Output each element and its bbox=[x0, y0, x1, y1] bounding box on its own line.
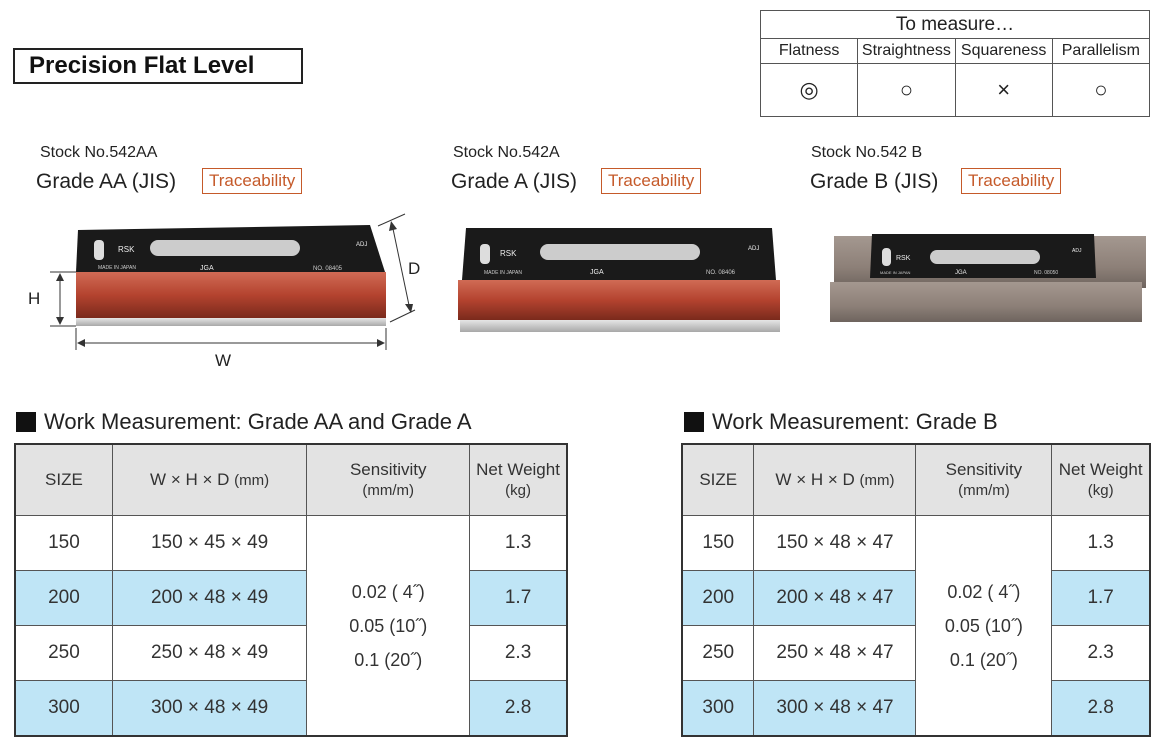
cell-dims: 200 × 48 × 49 bbox=[111, 570, 308, 626]
traceability-badge-a: Traceability bbox=[601, 168, 702, 194]
cell-dims: 250 × 48 × 49 bbox=[111, 625, 308, 681]
jga-aa: JGA bbox=[200, 265, 214, 272]
table-row: 300 300 × 48 × 47 2.8 bbox=[681, 680, 1151, 737]
col-squareness: Squareness bbox=[954, 38, 1053, 64]
stock-no-aa: Stock No.542AA bbox=[40, 144, 158, 161]
product-images: RSK MADE IN JAPAN JGA ADJ NO. 08405 H W … bbox=[28, 213, 1146, 370]
no-a: NO. 08406 bbox=[706, 270, 736, 276]
cell-weight: 2.8 bbox=[1051, 680, 1151, 737]
cell-size: 200 bbox=[14, 570, 113, 626]
adj-a: ADJ bbox=[748, 246, 759, 252]
logo-a: RSK bbox=[500, 249, 517, 258]
cell-size: 150 bbox=[14, 515, 113, 571]
th-size: SIZE bbox=[14, 443, 113, 516]
cell-dims: 200 × 48 × 47 bbox=[753, 570, 917, 626]
made-a: MADE IN JAPAN bbox=[484, 270, 522, 276]
th-weight: Net Weight(kg) bbox=[469, 443, 568, 516]
grade-a: Grade A (JIS) bbox=[451, 170, 578, 193]
col-parallelism: Parallelism bbox=[1051, 38, 1151, 64]
section-title-b: Work Measurement: Grade B bbox=[684, 409, 998, 435]
cell-size: 200 bbox=[681, 570, 755, 626]
cell-weight: 1.3 bbox=[1051, 515, 1151, 571]
th-size: SIZE bbox=[681, 443, 755, 516]
cell-sensitivity: 0.02 ( 4˝) 0.05 (10˝) 0.1 (20˝) bbox=[306, 515, 471, 737]
dim-h: H bbox=[28, 289, 40, 308]
straightness-symbol: ○ bbox=[857, 63, 956, 117]
traceability-badge-b: Traceability bbox=[961, 168, 1062, 194]
squareness-symbol: × bbox=[954, 63, 1053, 117]
measure-header: To measure… bbox=[760, 10, 1150, 39]
cell-weight: 1.3 bbox=[469, 515, 568, 571]
cell-dims: 300 × 48 × 47 bbox=[753, 680, 917, 737]
no-b: NO. 08050 bbox=[1034, 270, 1058, 276]
cell-weight: 2.3 bbox=[469, 625, 568, 681]
cell-weight: 1.7 bbox=[1051, 570, 1151, 626]
th-sensitivity: Sensitivity(mm/m) bbox=[915, 443, 1053, 516]
cell-dims: 150 × 45 × 49 bbox=[111, 515, 308, 571]
th-sensitivity: Sensitivity(mm/m) bbox=[306, 443, 471, 516]
table-row: 200 200 × 48 × 47 1.7 bbox=[681, 570, 1151, 626]
traceability-badge-aa: Traceability bbox=[202, 168, 303, 194]
section-title-b-text: Work Measurement: Grade B bbox=[712, 409, 998, 434]
cell-weight: 1.7 bbox=[469, 570, 568, 626]
cell-dims: 150 × 48 × 47 bbox=[753, 515, 917, 571]
table-row: 150 150 × 48 × 47 0.02 ( 4˝) 0.05 (10˝) … bbox=[681, 515, 1151, 737]
cell-size: 300 bbox=[14, 680, 113, 737]
table-grade-aa-a: SIZE W × H × D (mm) Sensitivity(mm/m) Ne… bbox=[14, 443, 568, 737]
measure-table: To measure… Flatness Straightness Square… bbox=[759, 10, 1151, 117]
cell-size: 150 bbox=[681, 515, 755, 571]
table-row: 250 250 × 48 × 47 2.3 bbox=[681, 625, 1151, 681]
table-row: 250 250 × 48 × 49 2.3 bbox=[14, 625, 568, 681]
stock-no-b: Stock No.542 B bbox=[811, 144, 923, 161]
th-dims: W × H × D (mm) bbox=[753, 443, 917, 516]
no-aa: NO. 08405 bbox=[313, 266, 343, 272]
cell-sensitivity: 0.02 ( 4˝) 0.05 (10˝) 0.1 (20˝) bbox=[915, 515, 1053, 737]
adj-b: ADJ bbox=[1072, 248, 1082, 254]
cell-weight: 2.8 bbox=[469, 680, 568, 737]
cell-size: 250 bbox=[681, 625, 755, 681]
level-aa-image: RSK MADE IN JAPAN JGA ADJ NO. 08405 H W … bbox=[28, 213, 420, 370]
jga-a: JGA bbox=[590, 269, 604, 276]
level-b-image: RSK MADE IN JAPAN JGA ADJ NO. 08050 bbox=[830, 234, 1146, 322]
th-weight: Net Weight(kg) bbox=[1051, 443, 1151, 516]
section-title-aa-a: Work Measurement: Grade AA and Grade A bbox=[16, 409, 472, 435]
cell-weight: 2.3 bbox=[1051, 625, 1151, 681]
flatness-symbol: ◎ bbox=[759, 63, 859, 117]
table-row: 300 300 × 48 × 49 2.8 bbox=[14, 680, 568, 737]
parallelism-symbol: ○ bbox=[1051, 63, 1151, 117]
grade-b: Grade B (JIS) bbox=[810, 170, 939, 193]
square-bullet-icon bbox=[16, 412, 36, 432]
cell-size: 250 bbox=[14, 625, 113, 681]
made-aa: MADE IN JAPAN bbox=[98, 265, 136, 271]
cell-size: 300 bbox=[681, 680, 755, 737]
dim-w: W bbox=[215, 351, 231, 370]
table-row: 150 150 × 45 × 49 0.02 ( 4˝) 0.05 (10˝) … bbox=[14, 515, 568, 737]
logo-b: RSK bbox=[896, 255, 911, 262]
dim-d: D bbox=[408, 259, 420, 278]
table-row: 200 200 × 48 × 49 1.7 bbox=[14, 570, 568, 626]
section-title-aa-a-text: Work Measurement: Grade AA and Grade A bbox=[44, 409, 472, 434]
made-b: MADE IN JAPAN bbox=[880, 270, 910, 275]
th-dims: W × H × D (mm) bbox=[111, 443, 308, 516]
cell-dims: 250 × 48 × 47 bbox=[753, 625, 917, 681]
cell-dims: 300 × 48 × 49 bbox=[111, 680, 308, 737]
table-grade-b: SIZE W × H × D (mm) Sensitivity(mm/m) Ne… bbox=[681, 443, 1151, 737]
level-a-image: RSK MADE IN JAPAN JGA ADJ NO. 08406 bbox=[458, 228, 780, 332]
col-flatness: Flatness bbox=[759, 38, 859, 64]
jga-b: JGA bbox=[955, 270, 967, 276]
stock-no-a: Stock No.542A bbox=[453, 144, 560, 161]
adj-aa: ADJ bbox=[356, 242, 367, 248]
page-title: Precision Flat Level bbox=[13, 48, 303, 84]
col-straightness: Straightness bbox=[857, 38, 956, 64]
grade-aa: Grade AA (JIS) bbox=[36, 170, 177, 193]
square-bullet-icon bbox=[684, 412, 704, 432]
logo-aa: RSK bbox=[118, 245, 135, 254]
